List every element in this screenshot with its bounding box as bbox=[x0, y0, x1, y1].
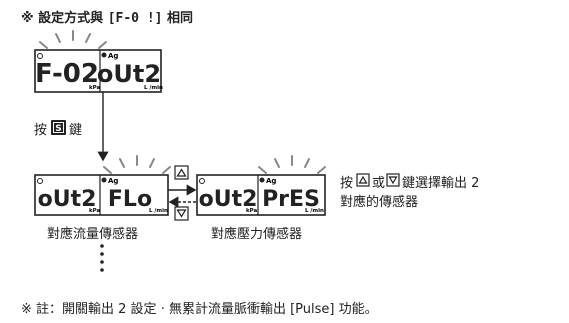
left-right-readout: FLo bbox=[108, 187, 152, 212]
indicator-top: Ag bbox=[108, 52, 118, 60]
blink-rays-top bbox=[39, 30, 107, 49]
instruction-line2: 對應的傳感器 bbox=[340, 195, 419, 210]
down-key-icon bbox=[174, 206, 189, 221]
unit-right-right: L /min bbox=[305, 208, 324, 214]
instruction-line1-b: 或 bbox=[372, 176, 386, 191]
unit-right-left: L /min bbox=[149, 208, 168, 214]
right-left-readout: oUt2 bbox=[199, 187, 258, 212]
blink-rays-right bbox=[258, 155, 326, 174]
s-key-icon: S bbox=[51, 120, 66, 135]
right-display: Ag oUt2 PrES kPa L /min bbox=[196, 155, 326, 216]
page-title: ※ 設定方式與 [F-0 !] 相同 bbox=[21, 7, 193, 26]
title-code: [F-0 !] bbox=[107, 11, 163, 26]
indicator-left: Ag bbox=[108, 177, 118, 185]
indicator-right: Ag bbox=[266, 177, 276, 185]
continuation-dots bbox=[100, 244, 104, 272]
instruction-line1-c: 鍵選擇輸出 2 bbox=[402, 176, 480, 191]
top-right-readout: oUt2 bbox=[97, 60, 161, 88]
unit-left-right: kPa bbox=[246, 208, 258, 214]
right-right-readout: PrES bbox=[262, 187, 320, 212]
instruction-down-key-icon bbox=[386, 173, 400, 187]
left-left-readout: oUt2 bbox=[38, 187, 97, 212]
s-key-glyph: S bbox=[55, 124, 61, 134]
press-s-key-after: 鍵 bbox=[69, 123, 83, 138]
top-display: Ag F-02 oUt2 kPa L /min bbox=[34, 30, 163, 93]
title-suffix: 相同 bbox=[162, 11, 194, 26]
left-display: Ag oUt2 FLo kPa L /min bbox=[34, 155, 171, 216]
instruction-line1-a: 按 bbox=[340, 176, 354, 191]
title-prefix: ※ 設定方式與 bbox=[21, 11, 108, 26]
blink-rays-left bbox=[103, 155, 171, 174]
label-flow-sensor: 對應流量傳感器 bbox=[47, 227, 139, 242]
footnote: ※ 註：開關輸出 2 設定 · 無累計流量脈衝輸出 [Pulse] 功能。 bbox=[21, 302, 378, 317]
unit-right-top: L /min bbox=[144, 85, 163, 91]
unit-left-top: kPa bbox=[89, 85, 101, 91]
up-key-icon bbox=[174, 165, 189, 180]
top-left-readout: F-02 bbox=[35, 59, 99, 89]
instruction-up-key-icon bbox=[356, 173, 370, 187]
label-pressure-sensor: 對應壓力傳感器 bbox=[211, 227, 303, 242]
unit-left-left: kPa bbox=[89, 208, 101, 214]
press-s-key-before: 按 bbox=[34, 123, 48, 138]
